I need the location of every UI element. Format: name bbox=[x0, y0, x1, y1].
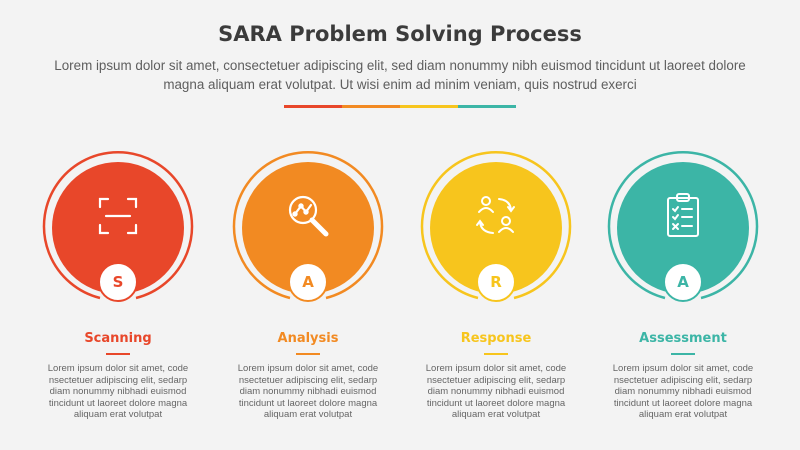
step-letter-badge: R bbox=[476, 262, 516, 302]
step-description: Lorem ipsum dolor sit amet, code nsectet… bbox=[425, 363, 567, 420]
step-ring bbox=[416, 150, 576, 310]
step-assessment: A Assessment Lorem ipsum dolor sit amet,… bbox=[603, 150, 763, 450]
scan-frame-icon bbox=[92, 190, 144, 242]
title-bar-segment-red bbox=[284, 105, 342, 108]
step-title: Assessment bbox=[639, 331, 727, 346]
clipboard-checklist-icon bbox=[657, 190, 709, 242]
magnifier-chart-icon bbox=[282, 190, 334, 242]
step-title: Analysis bbox=[277, 331, 339, 346]
step-underline bbox=[671, 353, 695, 355]
step-response: R Response Lorem ipsum dolor sit amet, c… bbox=[416, 150, 576, 450]
step-description: Lorem ipsum dolor sit amet, code nsectet… bbox=[237, 363, 379, 420]
step-scanning: S Scanning Lorem ipsum dolor sit amet, c… bbox=[38, 150, 198, 450]
title-bar-segment-teal bbox=[458, 105, 516, 108]
step-ring bbox=[38, 150, 198, 310]
step-letter-badge: A bbox=[288, 262, 328, 302]
people-exchange-icon bbox=[470, 190, 522, 242]
step-letter-badge: A bbox=[663, 262, 703, 302]
step-underline bbox=[484, 353, 508, 355]
title-bar-segment-yellow bbox=[400, 105, 458, 108]
title-bar-segment-orange bbox=[342, 105, 400, 108]
step-analysis: A Analysis Lorem ipsum dolor sit amet, c… bbox=[228, 150, 388, 450]
step-underline bbox=[106, 353, 130, 355]
step-underline bbox=[296, 353, 320, 355]
page-title: SARA Problem Solving Process bbox=[218, 22, 582, 46]
step-description: Lorem ipsum dolor sit amet, code nsectet… bbox=[47, 363, 189, 420]
step-description: Lorem ipsum dolor sit amet, code nsectet… bbox=[612, 363, 754, 420]
step-letter-badge: S bbox=[98, 262, 138, 302]
step-title: Response bbox=[460, 331, 532, 346]
step-ring bbox=[228, 150, 388, 310]
step-title: Scanning bbox=[84, 331, 152, 346]
page-subtitle: Lorem ipsum dolor sit amet, consectetuer… bbox=[54, 58, 746, 92]
title-color-bar bbox=[284, 105, 516, 108]
step-ring bbox=[603, 150, 763, 310]
